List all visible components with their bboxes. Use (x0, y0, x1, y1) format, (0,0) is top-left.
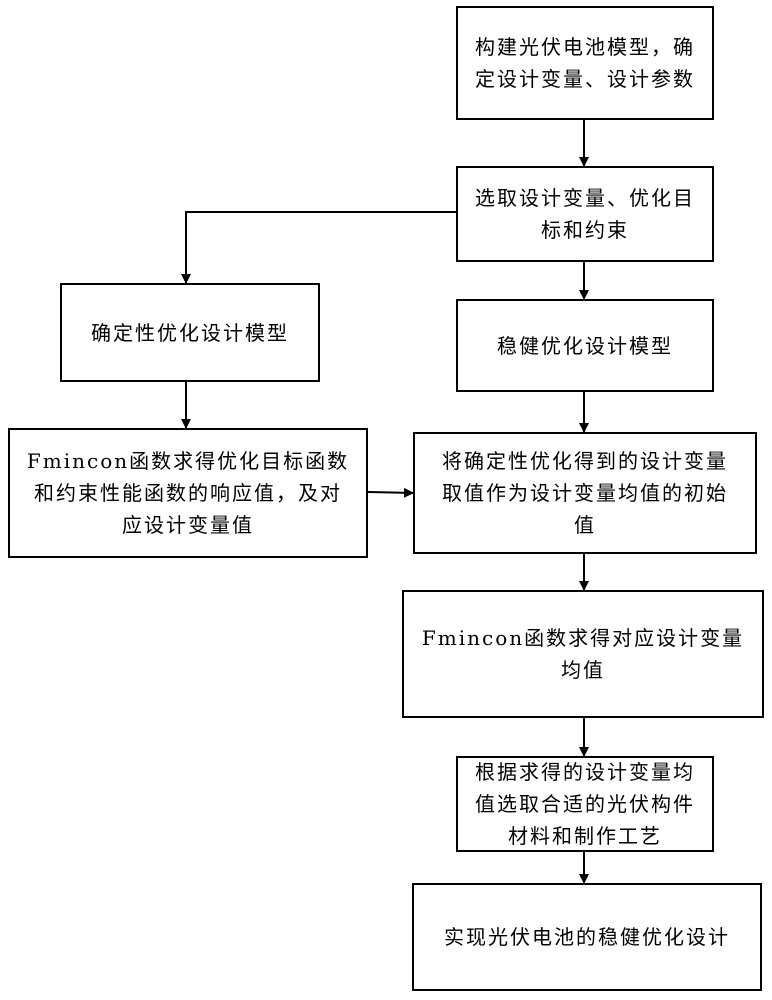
step-realize-design-box: 实现光伏电池的稳健优化设计 (412, 883, 762, 991)
step-select-material-box: 根据求得的设计变量均 值选取合适的光伏构件 材料和制作工艺 (456, 756, 714, 852)
step-initial-mean-box: 将确定性优化得到的设计变量 取值作为设计变量均值的初始 值 (413, 432, 757, 554)
step-robust-model-text: 稳健优化设计模型 (497, 333, 673, 358)
step-robust-model-box: 稳健优化设计模型 (456, 299, 714, 392)
step-select-variables-text: 选取设计变量、优化目 标和约束 (475, 186, 695, 242)
step-build-model-text: 构建光伏电池模型，确 定设计变量、设计参数 (475, 35, 695, 91)
step-realize-design-text: 实现光伏电池的稳健优化设计 (444, 925, 730, 949)
arrow-fmincon-to-init (367, 487, 414, 498)
step-fmincon-mean-box: Fmincon函数求得对应设计变量 均值 (402, 590, 764, 718)
step-select-variables-box: 选取设计变量、优化目 标和约束 (456, 166, 714, 262)
step-deterministic-model-text: 确定性优化设计模型 (91, 320, 289, 345)
step-deterministic-model-box: 确定性优化设计模型 (60, 283, 320, 382)
step-fmincon-response-box: Fmincon函数求得优化目标函数 和约束性能函数的响应值，及对 应设计变量值 (8, 428, 368, 558)
step-fmincon-mean-text: Fmincon函数求得对应设计变量 均值 (421, 626, 745, 682)
arrow-s2-to-left-branch (181, 211, 456, 284)
step-initial-mean-text: 将确定性优化得到的设计变量 取值作为设计变量均值的初始 值 (442, 449, 728, 537)
step-build-model-box: 构建光伏电池模型，确 定设计变量、设计参数 (456, 6, 714, 120)
step-fmincon-response-text: Fmincon函数求得优化目标函数 和约束性能函数的响应值，及对 应设计变量值 (26, 449, 350, 537)
step-select-material-text: 根据求得的设计变量均 值选取合适的光伏构件 材料和制作工艺 (475, 760, 695, 848)
